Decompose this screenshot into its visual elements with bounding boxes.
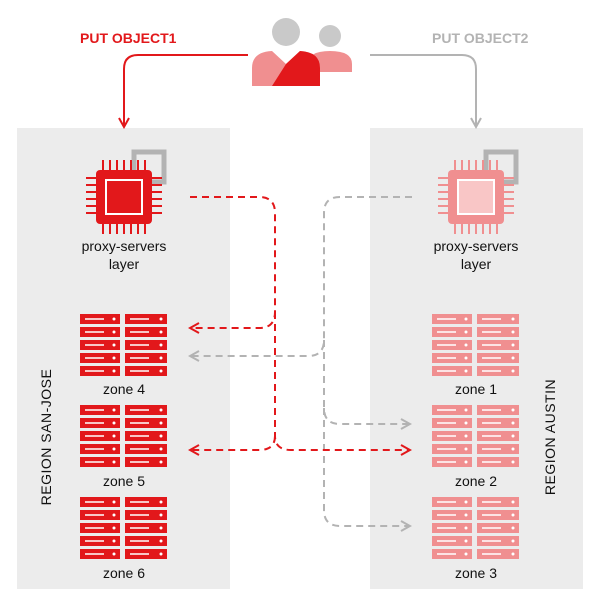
zone-label-zone3: zone 3 xyxy=(455,565,497,581)
object2-flow-to-zone3 xyxy=(323,408,410,526)
proxy-label-austin-line2: layer xyxy=(461,256,492,272)
cpu-chip-icon-austin xyxy=(438,149,519,234)
proxy-label-austin-line1: proxy-servers xyxy=(434,238,519,254)
zone-label-zone1: zone 1 xyxy=(455,381,497,397)
proxy-label-san-jose-line1: proxy-servers xyxy=(82,238,167,254)
object1-flow-to-zone4 xyxy=(190,196,276,328)
zone-label-zone6: zone 6 xyxy=(103,565,145,581)
object2-flow-to-san-jose xyxy=(190,196,412,356)
zone-label-zone4: zone 4 xyxy=(103,381,145,397)
zone-label-zone5: zone 5 xyxy=(103,473,145,489)
put-object2-arrow xyxy=(370,54,476,127)
put-object2-label: PUT OBJECT2 xyxy=(432,30,529,46)
put-object1-label: PUT OBJECT1 xyxy=(80,30,177,46)
put-object1-arrow xyxy=(124,54,248,127)
region-label-austin: REGION AUSTIN xyxy=(542,379,558,495)
region-label-san-jose: REGION SAN-JOSE xyxy=(38,369,54,506)
object1-flow-to-zone5 xyxy=(190,435,276,450)
proxy-label-san-jose-line2: layer xyxy=(109,256,140,272)
users-icon xyxy=(252,18,352,86)
cpu-chip-icon-san-jose xyxy=(86,149,167,234)
zone-label-zone2: zone 2 xyxy=(455,473,497,489)
